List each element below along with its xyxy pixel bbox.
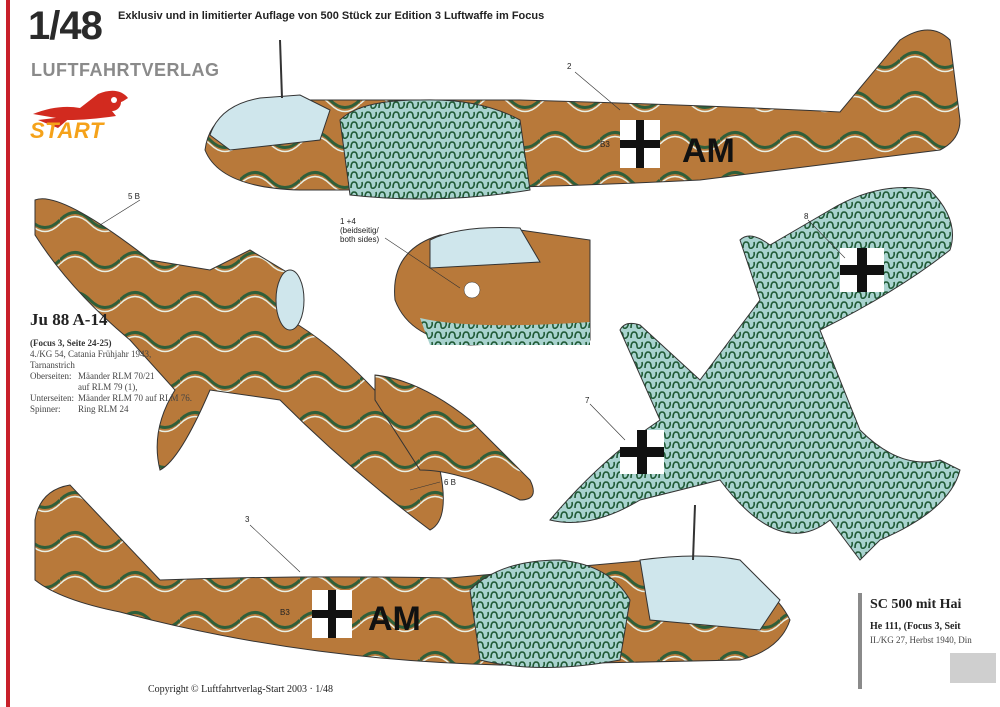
spec-label: Oberseiten: [30,371,72,381]
code-letters-bottom: AM [368,600,421,638]
headline: Exklusiv und in limitierter Auflage von … [118,10,545,22]
unit-line: 4./KG 54, Catania Frühjahr 1943, [30,349,152,359]
serial-top: B3 [600,140,610,149]
leader-line-2 [574,71,621,111]
aircraft-model-title: Ju 88 A-14 [30,310,108,329]
leader-line-6b [409,481,441,491]
callout-1-4-line3: both sides) [340,235,380,244]
callout-1-4: 1 +4 (beidseitig/ both sides) [340,217,379,244]
spec-row: Unterseiten: Mäander RLM 70 auf RLM 76. [30,393,196,404]
spec-row: Oberseiten: Mäander RLM 70/21 [30,371,196,382]
side-panel-bar [858,593,862,689]
callout-7: 7 [585,396,590,405]
left-red-bar [6,0,10,707]
callout-8: 8 [804,212,809,221]
leader-line-8 [807,219,846,259]
balkenkreuz-top [620,120,660,168]
start-logo-icon [33,90,128,128]
callout-3: 3 [245,515,250,524]
side-panel-logo-icon [950,653,996,683]
scale-label: 1/48 [28,4,103,48]
spec-row: Spinner: Ring RLM 24 [30,404,196,415]
side-view-bottom [34,484,791,668]
spec-label [30,382,78,393]
leader-line-5b [99,199,141,226]
spec-value: Mäander RLM 70 auf RLM 76. [78,393,192,403]
side-panel-title: SC 500 mit Hai [870,597,962,612]
spec-value: Ring RLM 24 [78,404,129,414]
scheme-line: Tarnanstrich [30,360,75,370]
callout-1-4-line2: (beidseitig/ [340,226,379,235]
callout-1-4-line1: 1 +4 [340,217,356,226]
planform-lower [549,187,961,561]
balkenkreuz-lower-7 [620,430,664,474]
spec-row: auf RLM 79 (1), [30,382,196,393]
side-panel-desc: II./KG 27, Herbst 1940, Din [870,635,972,645]
serial-bottom: B3 [280,608,290,617]
spec-label: Unterseiten: [30,393,74,403]
code-letters-top: AM [682,132,735,170]
nose-detail [394,227,591,346]
leader-line-3 [249,524,301,573]
aircraft-info-block: (Focus 3, Seite 24-25) 4./KG 54, Catania… [30,338,196,415]
side-view-top [204,29,961,200]
publisher-name: LUFTFAHRTVERLAG [31,60,220,80]
spec-value: auf RLM 79 (1), [78,382,138,392]
callout-2: 2 [567,62,572,71]
callout-5b: 5 B [128,192,141,201]
balkenkreuz-lower-8 [840,248,884,292]
balkenkreuz-bottom [312,590,352,638]
leader-line-14 [384,237,461,289]
reference-line: (Focus 3, Seite 24-25) [30,338,112,348]
side-panel-subtitle: He 111, (Focus 3, Seit [870,621,961,632]
spec-value: Mäander RLM 70/21 [78,371,155,381]
copyright-footer: Copyright © Luftfahrtverlag-Start 2003 ·… [148,684,334,695]
callout-6b: 6 B [444,478,457,487]
spec-label: Spinner: [30,404,61,414]
side-panel: SC 500 mit Hai He 111, (Focus 3, Seit II… [858,593,1000,689]
start-logo-text: START [30,118,104,143]
planform-upper [34,198,534,531]
leader-line-7 [589,403,626,441]
spec-table: Oberseiten: Mäander RLM 70/21 auf RLM 79 … [30,371,196,415]
